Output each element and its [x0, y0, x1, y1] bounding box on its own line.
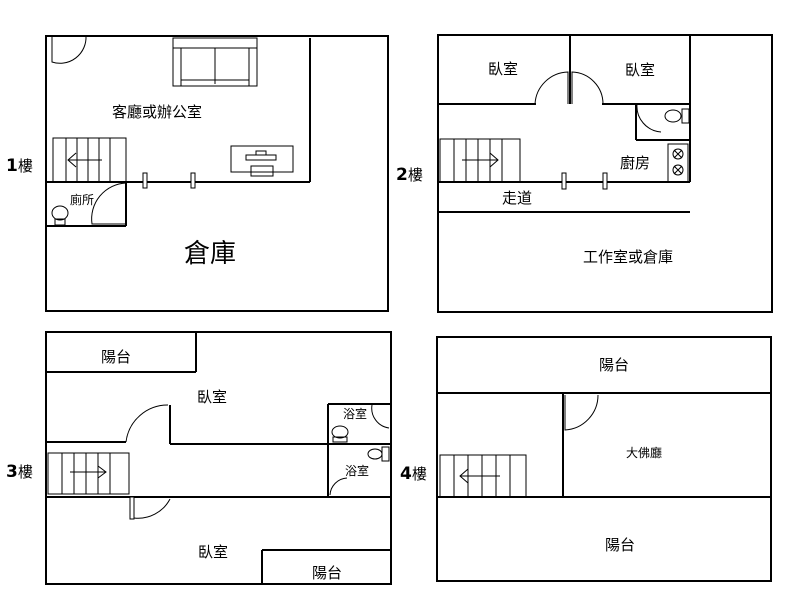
floor-1-outer-wall: [45, 35, 389, 312]
floor-4-outer-wall: [436, 336, 772, 582]
floor-1-toilet-door: [91, 182, 127, 225]
floor-2-label: 2樓: [396, 165, 423, 185]
room-label-bath: 浴室: [345, 463, 369, 478]
desk-icon: [230, 145, 294, 177]
floor-2-bath-door: [636, 103, 662, 133]
floor-2-bedroom-door: [534, 71, 569, 105]
floor-3-stairs: [47, 452, 130, 495]
floor-2-opening-mark: [561, 172, 567, 190]
floor-2-outer-wall: [437, 34, 773, 313]
floor-3-bath-door: [329, 477, 348, 496]
floor-1-opening-mark: [190, 172, 196, 189]
floor-4-label: 4樓: [400, 464, 427, 484]
room-label-corridor: 走道: [502, 189, 532, 207]
floor-3-bath-door: [371, 404, 390, 429]
floor-2-stairs: [439, 138, 521, 183]
floor-3-door-leaf: [129, 496, 135, 520]
toilet-icon: [331, 425, 349, 443]
floor-3-plan: [45, 331, 392, 585]
toilet-icon: [51, 205, 69, 226]
floor-1-label: 1樓: [6, 156, 33, 176]
floor-3-bedroom-door: [125, 404, 169, 443]
room-label-bedroom: 臥室: [488, 60, 518, 78]
room-label-buddha-hall: 大佛廳: [626, 445, 662, 460]
room-label-kitchen: 廚房: [620, 154, 650, 172]
floor-1-stairs: [52, 137, 127, 183]
floor-2-bedroom-door: [571, 71, 604, 105]
room-label-garage: 倉庫: [184, 239, 236, 269]
room-label-workshop: 工作室或倉庫: [583, 248, 673, 266]
room-label-balcony: 陽台: [605, 536, 635, 554]
floor-4-stairs: [439, 454, 527, 498]
floor-1-plan: [45, 35, 389, 312]
floor-1-opening-mark: [142, 172, 148, 189]
floor-2-opening-mark: [602, 172, 608, 190]
toilet-icon: [664, 108, 690, 124]
room-label-balcony: 陽台: [101, 348, 131, 366]
floor-3-bedroom-door: [133, 498, 171, 519]
room-label-bedroom: 臥室: [198, 543, 228, 561]
room-label-toilet: 廁所: [70, 192, 94, 207]
room-label-bath: 浴室: [343, 406, 367, 421]
room-label-bedroom: 臥室: [625, 61, 655, 79]
room-label-balcony: 陽台: [599, 356, 629, 374]
stove-icon: [667, 143, 689, 183]
floor-3-label: 3樓: [6, 462, 33, 482]
sofa-icon: [172, 37, 258, 87]
floor-2-plan: [437, 34, 773, 313]
floor-1-entry-door: [51, 35, 87, 64]
floor-4-hall-door: [564, 394, 599, 431]
floor-4-plan: [436, 336, 772, 582]
room-label-living: 客廳或辦公室: [112, 103, 202, 121]
room-label-balcony: 陽台: [312, 564, 342, 582]
toilet-icon: [367, 446, 390, 462]
floor-3-outer-wall: [45, 331, 392, 585]
room-label-bedroom: 臥室: [197, 388, 227, 406]
